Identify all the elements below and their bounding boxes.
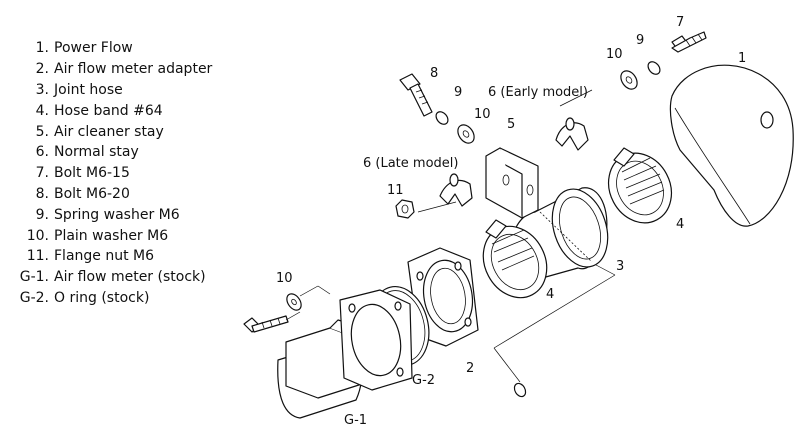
- parts-list-item: 5.Air cleaner stay: [35, 123, 164, 140]
- part-name: O ring (stock): [54, 289, 150, 306]
- bolt-m6-15-upper: [671, 31, 707, 53]
- parts-list: 1.Power Flow 2.Air flow meter adapter 3.…: [0, 38, 240, 308]
- callout-4-lower: 4: [546, 287, 554, 302]
- air-cleaner-stay: [485, 147, 539, 219]
- callout-11: 11: [387, 183, 404, 198]
- part-name: Air cleaner stay: [54, 123, 164, 140]
- parts-list-item: 1.Power Flow: [35, 40, 133, 57]
- part-name: Power Flow: [54, 40, 133, 57]
- callout-9-right: 9: [636, 33, 644, 48]
- part-name: Spring washer M6: [54, 206, 180, 223]
- normal-stay-late: [439, 173, 473, 207]
- parts-list-item: 2.Air flow meter adapter: [35, 61, 213, 78]
- normal-stay-early: [555, 117, 589, 151]
- parts-list-item: 10.Plain washer M6: [26, 227, 169, 244]
- parts-list-item: 9.Spring washer M6: [35, 206, 180, 223]
- callout-10-top: 10: [606, 47, 623, 62]
- callout-10-mid: 10: [474, 107, 491, 122]
- air-flow-meter: [277, 289, 413, 419]
- part-name: Air flow meter (stock): [54, 269, 206, 286]
- parts-list-item: 3.Joint hose: [35, 81, 123, 98]
- power-flow-filter: [669, 64, 794, 227]
- parts-list-item: 11.Flange nut M6: [26, 248, 155, 265]
- parts-list-item: G-2.O ring (stock): [19, 289, 150, 306]
- part-name: Normal stay: [54, 144, 139, 161]
- hose-band-upper: [607, 147, 673, 224]
- bolt-m6-20: [399, 73, 433, 117]
- callout-1: 1: [738, 51, 746, 66]
- leader-lines: [285, 89, 616, 383]
- callout-10-low: 10: [276, 271, 293, 286]
- part-name: Plain washer M6: [54, 227, 169, 244]
- hose-band-lower: [482, 219, 548, 299]
- hose-cap: [513, 382, 527, 398]
- flange-nut: [395, 199, 415, 219]
- callout-3: 3: [616, 259, 624, 274]
- callout-g1: G-1: [344, 413, 367, 428]
- parts-list-item: 8.Bolt M6-20: [35, 185, 130, 202]
- callout-7: 7: [676, 15, 684, 30]
- callout-6-late: 6 (Late model): [363, 156, 458, 171]
- parts-list-item: 7.Bolt M6-15: [35, 165, 130, 182]
- parts-list-item: 6.Normal stay: [35, 144, 139, 161]
- parts-list-item: G-1.Air flow meter (stock): [19, 269, 206, 286]
- part-name: Joint hose: [54, 81, 123, 98]
- plain-washer-low: [286, 293, 302, 311]
- spring-washer-lower: [435, 111, 449, 125]
- bolt-m6-15-lower: [243, 315, 289, 333]
- part-name: Bolt M6-20: [54, 185, 130, 202]
- spring-washer-upper: [647, 61, 661, 75]
- callout-5: 5: [507, 117, 515, 132]
- callout-6-early: 6 (Early model): [488, 85, 588, 100]
- callout-g2: G-2: [412, 373, 435, 388]
- callout-2: 2: [466, 361, 474, 376]
- part-name: Hose band #64: [54, 102, 163, 119]
- plain-washer-mid: [457, 124, 475, 144]
- parts-list-item: 4.Hose band #64: [35, 102, 163, 119]
- filter-hole: [760, 111, 774, 129]
- callout-8: 8: [430, 66, 438, 81]
- part-name: Bolt M6-15: [54, 165, 130, 182]
- callout-4-upper: 4: [676, 217, 684, 232]
- plain-washer-top: [620, 70, 638, 90]
- callout-9-left: 9: [454, 85, 462, 100]
- part-name: Flange nut M6: [54, 248, 155, 265]
- part-name: Air flow meter adapter: [54, 61, 213, 78]
